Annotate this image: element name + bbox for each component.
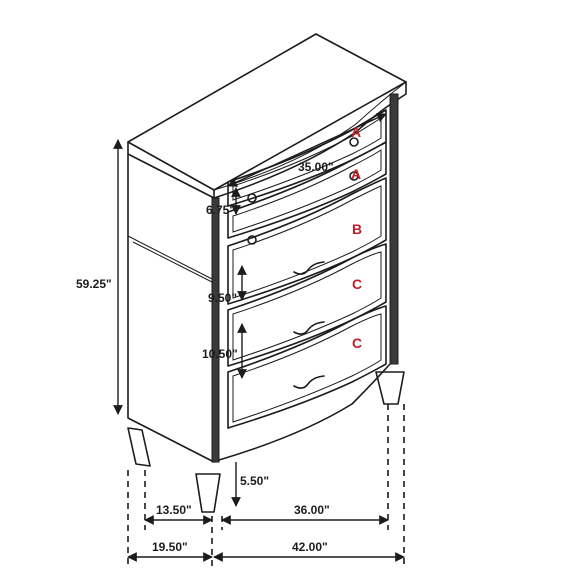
drawer-letter-c2: C: [352, 335, 362, 351]
knob-icon: [247, 193, 257, 203]
overall-height-label: 59.25": [76, 277, 112, 291]
chest-side: [127, 153, 215, 463]
inner-depth-label: 13.50": [156, 503, 192, 517]
drawer-letter-a2: A: [351, 166, 361, 182]
chest-top: [127, 33, 407, 199]
drawer-b: [227, 177, 387, 305]
overall-depth-label: 19.50": [152, 540, 188, 554]
drawer-c1: [227, 243, 387, 367]
drawer-width-label: 35.00": [298, 160, 334, 174]
dimension-lines: [113, 113, 405, 562]
drawer-letter-b: B: [352, 221, 362, 237]
drawer-letter-a1: A: [351, 124, 361, 140]
drawer-letters: A A B C C: [351, 124, 362, 351]
leg-clearance-label: 5.50": [240, 474, 269, 488]
dimension-labels: 59.25" 35.00" 6.75" 9.50" 10.50" 5.50" 1…: [76, 160, 334, 554]
chest-legs: [127, 371, 405, 513]
drawer-letter-c1: C: [352, 276, 362, 292]
top-drawer-height-label: 6.75": [206, 203, 235, 217]
bottom-drawer-height-label: 10.50": [202, 347, 238, 361]
drawer-a2: [227, 141, 387, 245]
drawer-c2: [227, 305, 387, 429]
inner-width-label: 36.00": [294, 503, 330, 517]
front-pilasters: [211, 93, 399, 463]
middle-drawer-height-label: 9.50": [208, 291, 237, 305]
overall-width-label: 42.00": [292, 540, 328, 554]
